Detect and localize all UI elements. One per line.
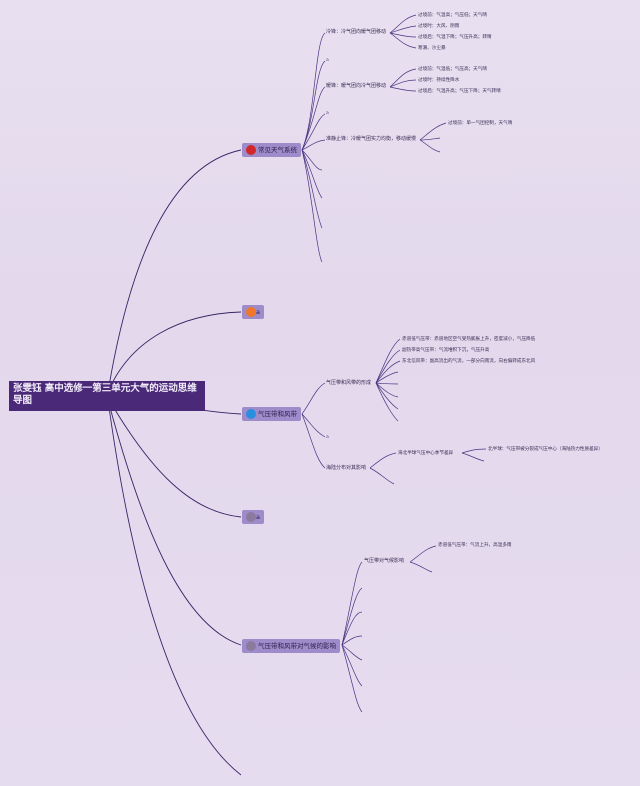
pressure-formation-item[interactable]: 东北信风带：副高流出的气流，一部分向南流，向右偏转成东北风 <box>402 359 536 364</box>
cold-front-node[interactable]: 冷锋：冷气团向暖气团移动 <box>326 29 387 35</box>
land-sea-node[interactable]: 海陆分布对其影响 <box>326 465 367 471</box>
branch-label: a <box>256 513 260 521</box>
climate-influence-item[interactable]: 赤道低气压带：气流上升，高温多雨 <box>438 543 512 548</box>
branch-pressure-belts[interactable]: 气压带和风带 <box>242 407 301 421</box>
grey-circle-icon <box>246 641 256 651</box>
land-sea-sub[interactable]: 海北半球气压中心季节差异 <box>398 451 454 456</box>
pressure-formation-item[interactable]: 赤道低气压带：赤道地区空气受热膨胀上升，密度减小，气压降低 <box>402 337 536 342</box>
red-circle-icon <box>246 145 256 155</box>
root-topic[interactable]: 张雯钰 高中选修一第三单元大气的运动思维导图 <box>9 381 205 411</box>
blue-circle-icon <box>246 409 256 419</box>
cold-front-item[interactable]: 过境后：气温下降；气压升高；转晴 <box>418 35 492 40</box>
climate-influence-node[interactable]: 气压带对气候影响 <box>364 558 405 564</box>
branch-label: 气压带和风带对气候的影响 <box>258 642 336 650</box>
branch-a-2[interactable]: a <box>242 510 264 524</box>
branch-weather-systems[interactable]: 常见天气系统 <box>242 143 301 157</box>
root-title: 张雯钰 高中选修一第三单元大气的运动思维导图 <box>13 383 197 406</box>
branch-label: 常见天气系统 <box>258 146 297 154</box>
cold-front-item[interactable]: 过境前：气温高；气压低；天气晴 <box>418 13 487 18</box>
warm-front-node[interactable]: 暖锋：暖气团向冷气团移动 <box>326 83 387 89</box>
warm-front-note: a <box>326 111 329 116</box>
pressure-formation-item[interactable]: 副热带高气压带：气流堆积下沉，气压升高 <box>402 348 490 353</box>
stationary-front-node[interactable]: 准静止锋：冷暖气团实力均衡，移动缓慢 <box>326 136 417 142</box>
stationary-front-item[interactable]: 过境前：单一气团控制，天气晴 <box>448 121 513 126</box>
warm-front-item[interactable]: 过境后：气温升高；气压下降；天气转晴 <box>418 89 501 94</box>
land-sea-item[interactable]: 北半球：气压带被分裂成气压中心（海陆热力性质差异） <box>488 447 603 452</box>
pressure-note: a <box>326 435 329 440</box>
branch-a-1[interactable]: a <box>242 305 264 319</box>
branch-label: a <box>256 308 260 316</box>
grey-circle-icon <box>246 512 256 522</box>
branch-label: 气压带和风带 <box>258 410 297 418</box>
branch-climate-influence[interactable]: 气压带和风带对气候的影响 <box>242 639 340 653</box>
orange-circle-icon <box>246 307 256 317</box>
cold-front-item[interactable]: 寒潮、沙尘暴 <box>418 46 446 51</box>
cold-front-item[interactable]: 过境时：大风、阴雨 <box>418 24 460 29</box>
cold-front-note: a <box>326 58 329 63</box>
warm-front-item[interactable]: 过境前：气温低；气压高；天气晴 <box>418 67 487 72</box>
warm-front-item[interactable]: 过境时：持续性降水 <box>418 78 460 83</box>
pressure-formation-node[interactable]: 气压带和风带的形成 <box>326 380 372 386</box>
